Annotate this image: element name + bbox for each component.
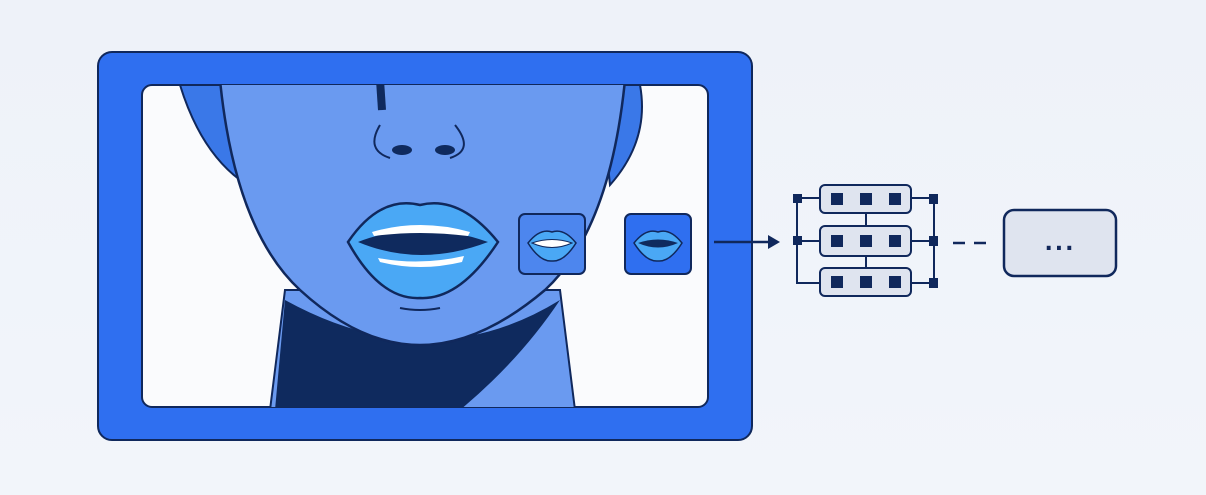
lip-crop-outlined <box>518 213 586 275</box>
arrow-icon <box>714 235 780 249</box>
network-units <box>793 193 938 288</box>
face-illustration <box>178 85 643 407</box>
lip-crop-filled <box>624 213 692 275</box>
output-box <box>1002 208 1118 278</box>
output-label: ... <box>1044 230 1076 256</box>
